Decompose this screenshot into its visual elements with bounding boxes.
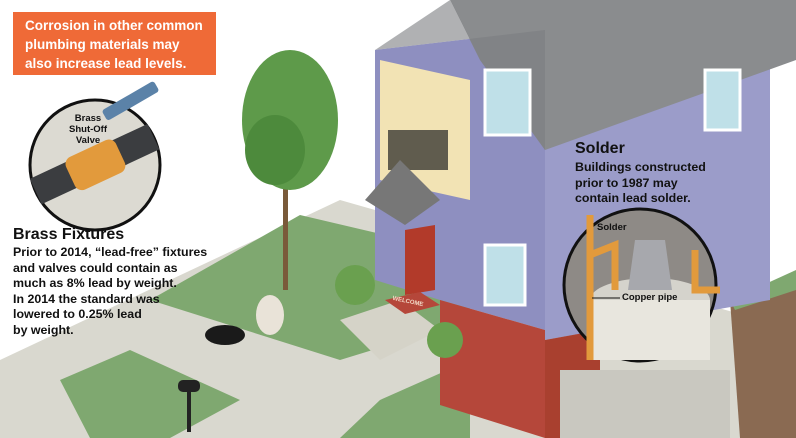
solder-text: Buildings constructed prior to 1987 may … <box>575 160 706 207</box>
porch-roof <box>365 160 440 225</box>
lawn-front <box>60 350 240 438</box>
callout-line: Corrosion in other common <box>25 18 203 33</box>
valve-label-line: Brass <box>74 113 102 124</box>
lawn-right <box>340 360 470 438</box>
callout-line: plumbing materials may <box>25 37 180 52</box>
text-line: by weight. <box>13 322 74 337</box>
text-line: Prior to 2014, “lead-free” fixtures <box>13 245 208 259</box>
text-line: lowered to 0.25% lead <box>13 307 142 321</box>
front-door <box>405 225 435 295</box>
solder-label: Solder <box>597 222 627 233</box>
window <box>483 243 527 307</box>
callout-box: Corrosion in other common plumbing mater… <box>13 12 216 75</box>
brass-fixtures-title: Brass Fixtures <box>13 226 125 243</box>
bush <box>335 265 375 305</box>
copper-pipe <box>586 215 720 360</box>
bush <box>427 322 463 358</box>
text-line: prior to 1987 may <box>575 175 678 190</box>
text-line: contain lead solder. <box>575 191 691 205</box>
copper-pipe-label: Copper pipe <box>622 292 678 303</box>
doormat <box>385 292 440 314</box>
window <box>703 68 742 132</box>
text-line: Buildings constructed <box>575 160 706 174</box>
brass-valve <box>65 139 126 191</box>
boy <box>256 295 284 335</box>
basement <box>560 370 730 438</box>
mailbox <box>178 380 200 392</box>
brick-foundation <box>440 300 545 438</box>
valve-handle <box>102 81 159 120</box>
valve-label: Brass Shut-Off Valve <box>68 113 108 146</box>
text-line: In 2014 the standard was <box>13 291 160 306</box>
steps <box>340 300 440 360</box>
callout-line: also increase lead levels. <box>25 56 187 71</box>
text-line: and valves could contain as <box>13 260 178 275</box>
valve-label-line: Shut-Off <box>69 124 107 135</box>
text-line: much as 8% lead by weight. <box>13 276 177 290</box>
ground-cut <box>730 280 796 438</box>
tree-trunk <box>283 150 288 290</box>
brass-fixtures-text: Prior to 2014, “lead-free” fixtures and … <box>13 245 207 338</box>
valve-label-line: Valve <box>75 135 101 146</box>
solder-title: Solder <box>575 140 625 157</box>
dog <box>205 325 245 345</box>
flue <box>628 240 672 290</box>
window <box>483 68 532 137</box>
